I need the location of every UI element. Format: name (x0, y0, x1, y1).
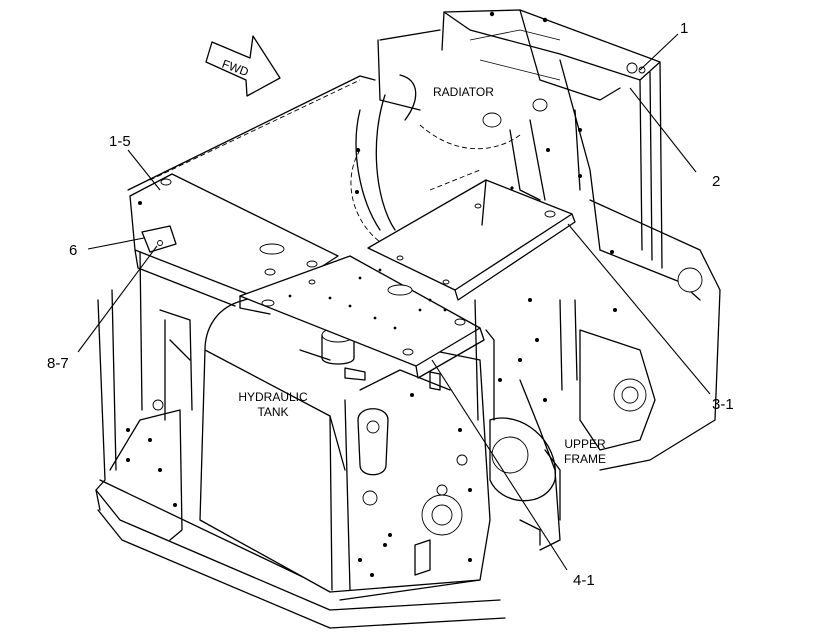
hydraulic-tank-label-line2: TANK (257, 405, 288, 419)
fan-shroud (350, 74, 521, 254)
plate-4-1 (239, 255, 495, 421)
fwd-arrow-icon: FWD (205, 35, 281, 97)
leader-lines (77, 33, 711, 571)
plate-3-1 (367, 179, 576, 301)
callout-1-5: 1-5 (109, 133, 131, 150)
callout-2: 2 (712, 173, 720, 190)
hydraulic-tank (199, 291, 491, 601)
hydraulic-tank-label-line1: HYDRAULIC (238, 390, 308, 404)
right-frame (489, 199, 721, 551)
callout-1: 1 (680, 20, 688, 37)
callout-3-1: 3-1 (712, 396, 734, 413)
left-frame (95, 75, 506, 629)
callout-6: 6 (69, 242, 77, 259)
radiator-label: RADIATOR (433, 85, 494, 99)
callout-8-7: 8-7 (47, 355, 69, 372)
radiator-frame (377, 9, 663, 269)
callout-4-1: 4-1 (573, 572, 595, 589)
upper-frame-label-line1: UPPER (564, 437, 606, 451)
upper-frame-label-line2: FRAME (564, 452, 606, 466)
